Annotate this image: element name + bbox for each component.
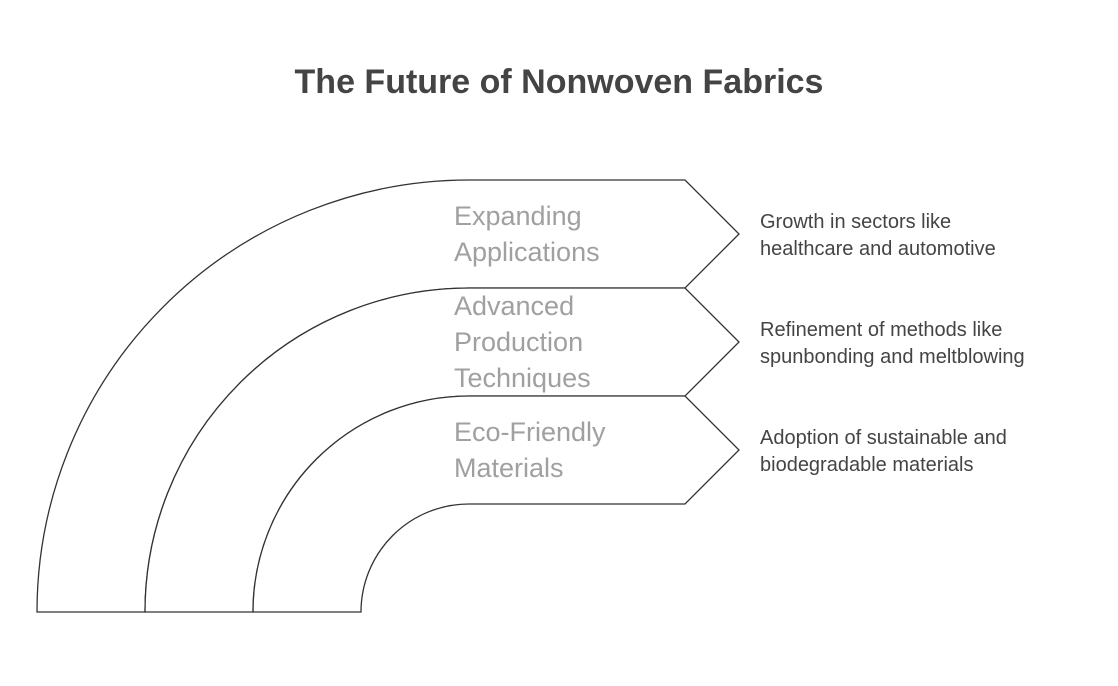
stage-label: Advanced Production Techniques [454, 291, 591, 393]
stage-eco-friendly-materials: Eco-Friendly Materials Adoption of susta… [252, 395, 1012, 613]
stage-band [252, 395, 740, 613]
diagram-title: The Future of Nonwoven Fabrics [295, 63, 824, 101]
stage-label: Expanding Applications [454, 201, 600, 267]
stage-label: Eco-Friendly Materials [454, 417, 613, 483]
stage-description: Refinement of methods like spunbonding a… [760, 319, 1025, 368]
stage-description: Adoption of sustainable and biodegradabl… [760, 427, 1012, 476]
stage-description: Growth in sectors like healthcare and au… [760, 211, 996, 260]
